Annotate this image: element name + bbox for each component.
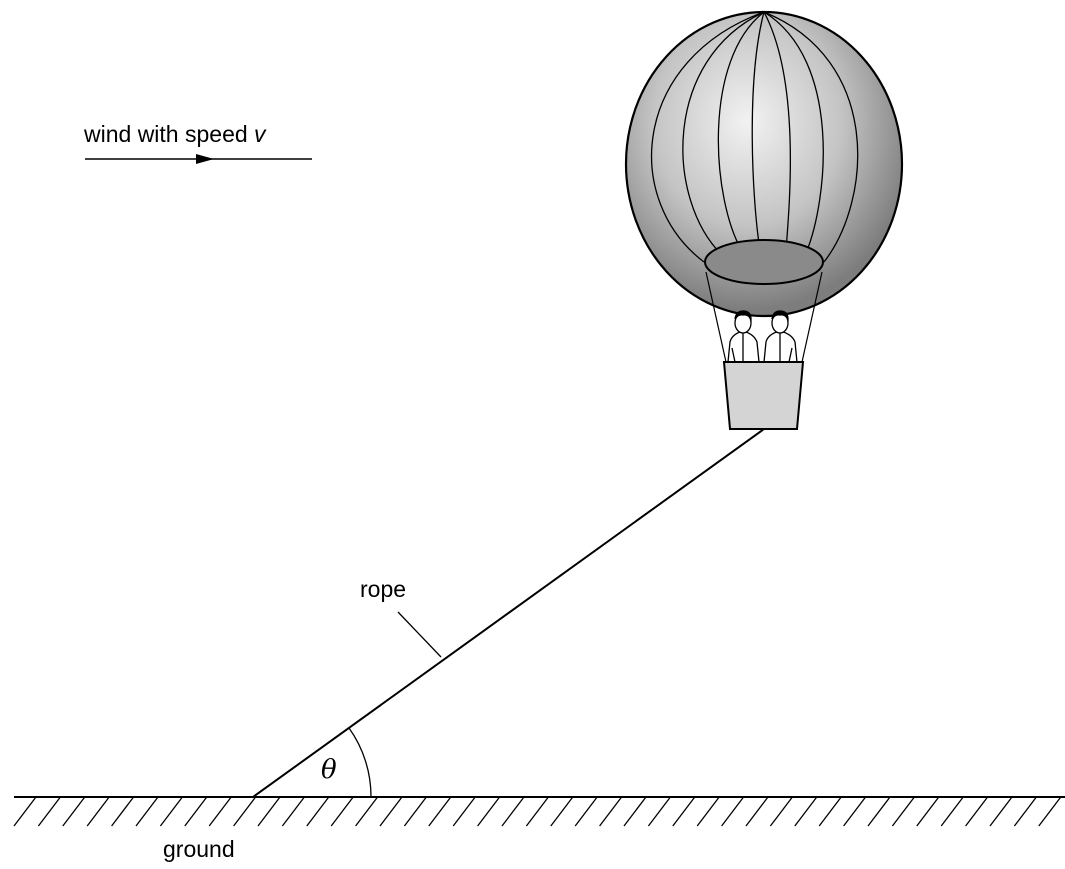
hatch-mark: [1038, 796, 1062, 827]
hatch-mark: [477, 796, 501, 827]
rope-label-leader: [397, 611, 442, 658]
hatch-mark: [940, 796, 964, 827]
hatch-mark: [306, 796, 330, 827]
hatch-mark: [281, 796, 305, 827]
hatch-mark: [428, 796, 452, 827]
hatch-mark: [599, 796, 623, 827]
hatch-mark: [355, 796, 379, 827]
hatch-mark: [111, 796, 135, 827]
ground-label: ground: [163, 836, 235, 862]
hatch-mark: [989, 796, 1013, 827]
hatch-mark: [965, 796, 989, 827]
hatch-mark: [647, 796, 671, 827]
hatch-mark: [257, 796, 281, 827]
hatch-mark: [208, 796, 232, 827]
hatch-mark: [843, 796, 867, 827]
passenger-right: [763, 310, 798, 363]
hatch-mark: [769, 796, 793, 827]
hatch-mark: [672, 796, 696, 827]
hatch-mark: [403, 796, 427, 827]
wind-label-text: wind with speed: [84, 121, 255, 147]
balloon-gores: [651, 12, 859, 263]
hatch-mark: [501, 796, 525, 827]
hatch-mark: [184, 796, 208, 827]
passengers: [727, 310, 798, 363]
angle-theta-label: θ: [321, 755, 337, 785]
hatch-mark: [574, 796, 598, 827]
hatch-mark: [525, 796, 549, 827]
hatch-mark: [891, 796, 915, 827]
basket: [722, 361, 805, 430]
angle-arc: [348, 727, 372, 798]
hatch-mark: [62, 796, 86, 827]
hatch-mark: [159, 796, 183, 827]
suspension-lines: [705, 271, 823, 363]
hatch-mark: [1013, 796, 1037, 827]
hatch-mark: [867, 796, 891, 827]
hatch-mark: [452, 796, 476, 827]
hatch-mark: [550, 796, 574, 827]
hatch-mark: [623, 796, 647, 827]
balloon-opening: [704, 239, 824, 285]
hatch-mark: [13, 796, 37, 827]
hatch-mark: [86, 796, 110, 827]
wind-arrow: [85, 154, 312, 164]
balloon-envelope: [624, 10, 904, 318]
rope: [252, 428, 765, 798]
hatch-mark: [37, 796, 61, 827]
hatch-mark: [794, 796, 818, 827]
hatch-mark: [330, 796, 354, 827]
passenger-left: [727, 310, 760, 363]
hatch-mark: [745, 796, 769, 827]
rope-label: rope: [360, 576, 407, 602]
wind-label: wind with speed v: [84, 123, 266, 146]
hatch-mark: [721, 796, 745, 827]
ground-hatching: [13, 796, 1062, 827]
hatch-mark: [916, 796, 940, 827]
hatch-mark: [135, 796, 159, 827]
hatch-mark: [233, 796, 257, 827]
wind-speed-symbol: v: [254, 121, 266, 147]
hatch-mark: [379, 796, 403, 827]
hatch-mark: [696, 796, 720, 827]
hatch-mark: [818, 796, 842, 827]
